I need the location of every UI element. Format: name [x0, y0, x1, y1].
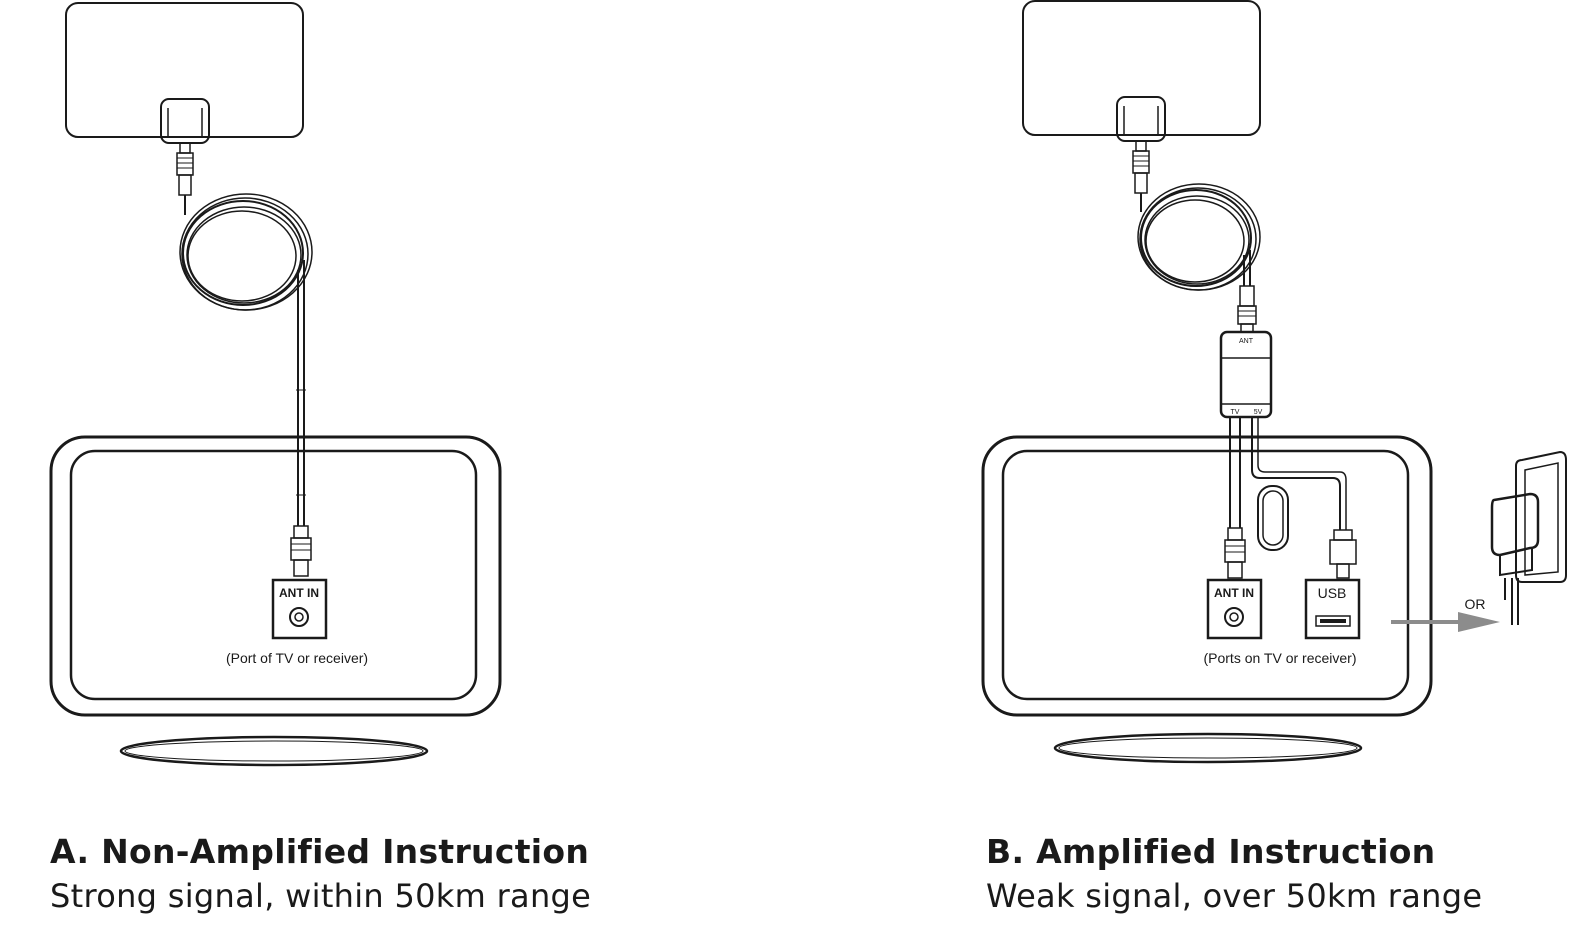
panel-a-port-caption: (Port of TV or receiver)	[226, 650, 368, 666]
panel-b-amplified: ANT TV 5V	[981, 0, 1567, 764]
power-adapter-icon	[1490, 450, 1567, 625]
panel-a-caption: A. Non-Amplified Instruction Strong sign…	[50, 830, 591, 918]
panel-b-subheading: Weak signal, over 50km range	[986, 877, 1483, 915]
amp-right-label: 5V	[1254, 409, 1263, 416]
panel-b-port-caption: (Ports on TV or receiver)	[1203, 650, 1356, 666]
panel-a-heading: A. Non-Amplified Instruction	[50, 832, 590, 871]
amp-top-label: ANT	[1239, 338, 1254, 345]
panel-b-heading: B. Amplified Instruction	[986, 832, 1436, 871]
panel-b-ant-port-label: ANT IN	[1214, 586, 1254, 600]
panel-b-tv	[981, 435, 1433, 764]
panel-a-antenna	[65, 2, 304, 196]
panel-a-tv	[49, 435, 502, 767]
panel-b-caption: B. Amplified Instruction Weak signal, ov…	[986, 830, 1482, 918]
panel-a-ant-in-port: ANT IN	[271, 578, 328, 640]
panel-a-subheading: Strong signal, within 50km range	[50, 877, 592, 915]
panel-b-usb-port-label: USB	[1318, 585, 1347, 601]
panel-b-ant-in-port: ANT IN	[1206, 578, 1263, 640]
panel-b-amplifier: ANT TV 5V	[1219, 330, 1273, 419]
panel-b-antenna	[1022, 0, 1261, 194]
panel-b-usb-port: USB	[1304, 578, 1361, 640]
amp-left-label: TV	[1231, 409, 1240, 416]
panel-a-port-label: ANT IN	[279, 586, 319, 600]
or-label: OR	[1465, 596, 1486, 612]
panel-a-cable-coil	[179, 193, 313, 577]
panel-a-non-amplified: ANT IN (Port of TV or receiver)	[49, 2, 502, 767]
panel-b-cable-coil	[1137, 183, 1261, 333]
panel-b-or-arrow: OR	[1391, 596, 1500, 632]
panel-b-output-cables	[1224, 417, 1357, 579]
